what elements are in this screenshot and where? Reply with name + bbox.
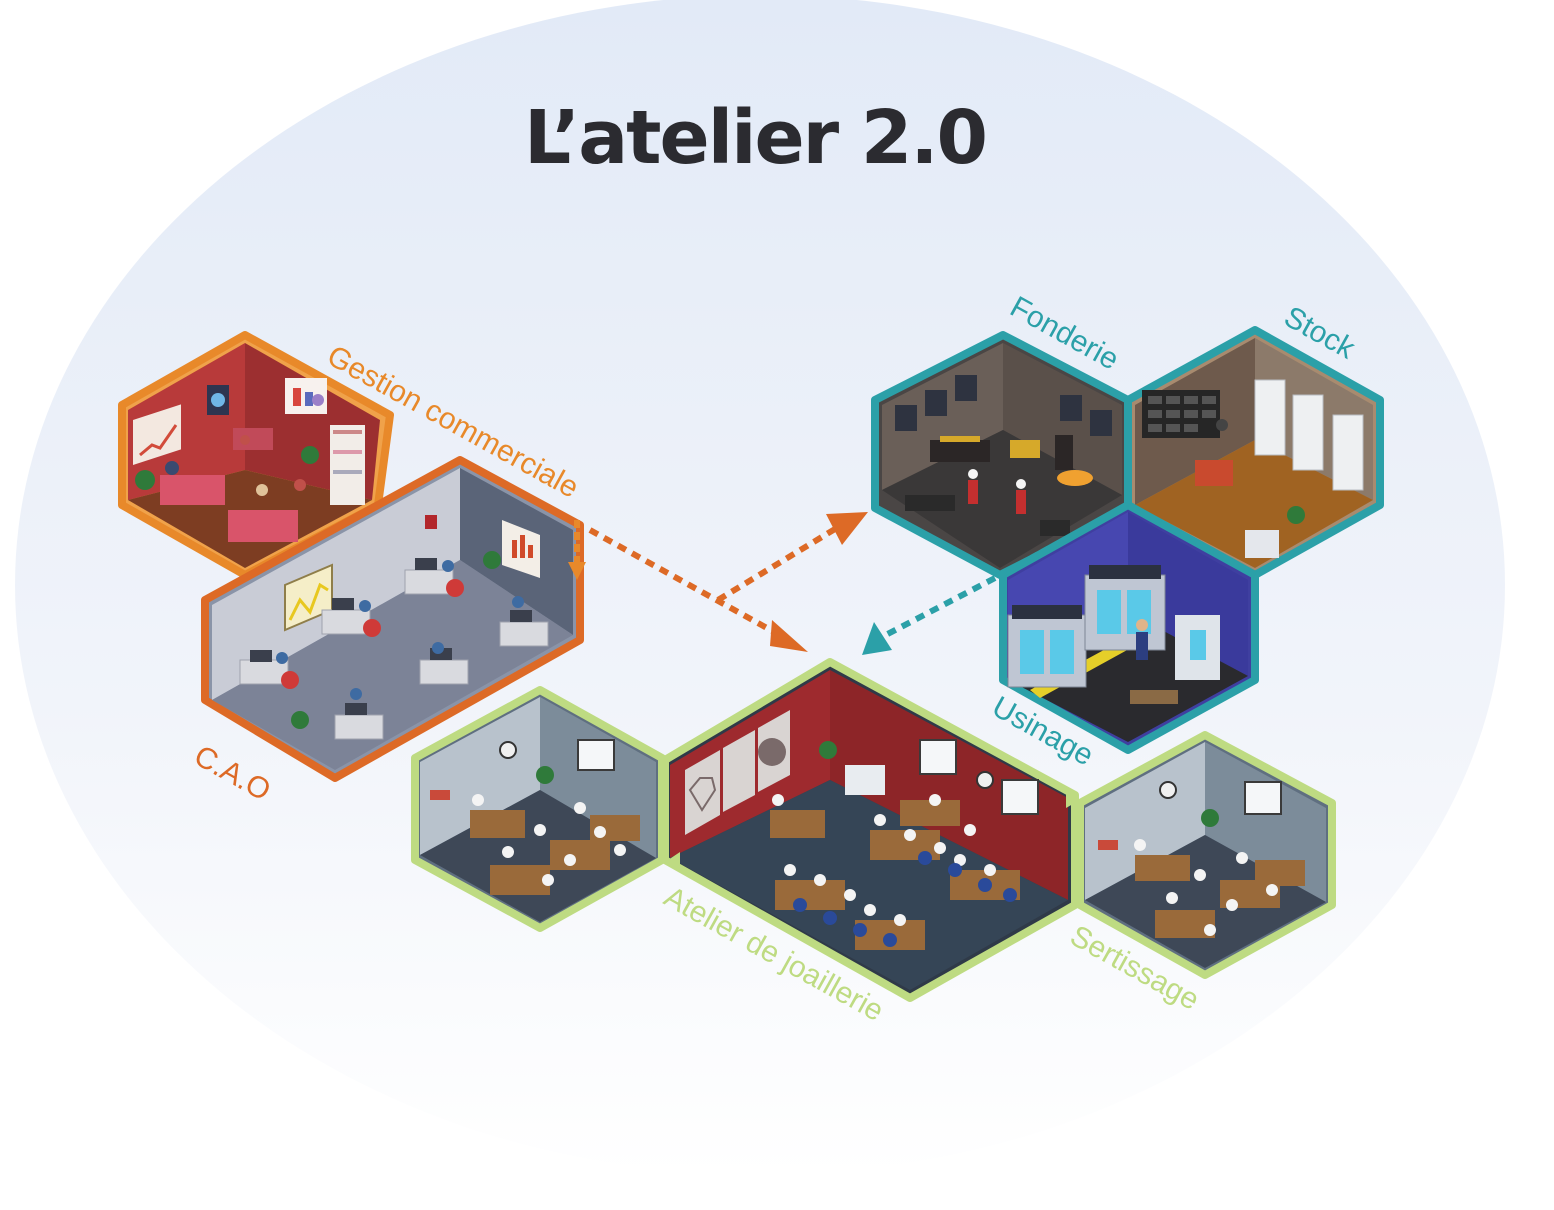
- room-sertissage: [1076, 731, 1336, 979]
- room-gestion-commerciale: [118, 331, 394, 579]
- flow-usinage-to-joaillerie: [862, 575, 997, 655]
- dashed-joints: [538, 400, 1257, 931]
- room-joaillerie-center: [661, 658, 1079, 1002]
- room-fonderie: [871, 331, 1132, 579]
- flow-cao-to-fonderie: [716, 512, 868, 603]
- flow-cao-to-joaillerie: [588, 527, 808, 652]
- page-title: L’atelier 2.0: [523, 95, 988, 181]
- flow-gestion-to-cao: [568, 520, 586, 580]
- room-usinage: [999, 501, 1259, 754]
- room-cao: [201, 456, 584, 782]
- flow-joaillerie-to-left-room: [665, 852, 680, 870]
- flow-usinage-to-sertissage: [1066, 790, 1080, 808]
- room-stock: [1124, 326, 1384, 579]
